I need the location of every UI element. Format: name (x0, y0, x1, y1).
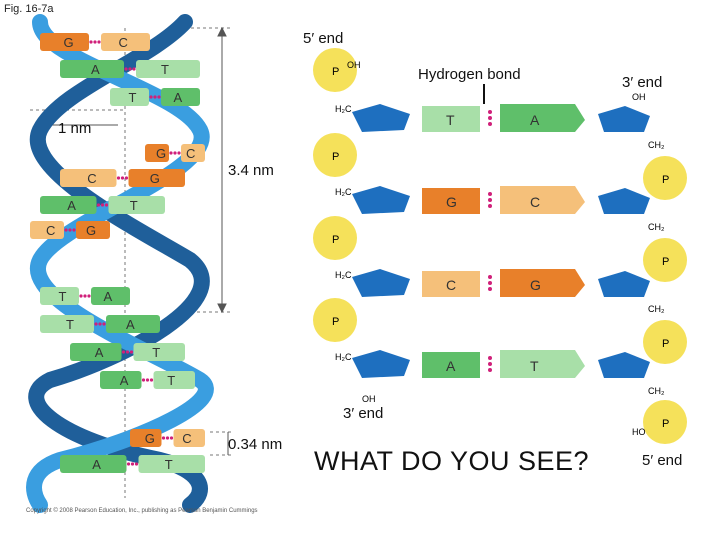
helix-base-letter: T (152, 345, 160, 360)
ladder-base-letter: T (446, 112, 455, 128)
helix-base-letter: A (91, 62, 100, 77)
helix-base-letter: A (120, 373, 129, 388)
oh-label: OH (632, 92, 646, 102)
helix-base-letter: A (126, 317, 135, 332)
figure-label: Fig. 16-7a (4, 3, 54, 15)
helix-base-letter: T (130, 198, 138, 213)
h2c-label: H₂C (335, 270, 352, 280)
svg-text:P: P (332, 234, 339, 246)
helix-base-letter: A (174, 90, 183, 105)
helix-base-letter: C (182, 431, 191, 446)
ladder-base-letter: C (446, 277, 456, 293)
svg-text:P: P (332, 316, 339, 328)
five-prime-end-bottom: 5′ end (642, 452, 683, 469)
ch2-label: CH₂ (648, 140, 665, 150)
helix-base-letter: C (87, 171, 96, 186)
phosphate-oh: OH (347, 60, 361, 70)
helix-base-letter: G (145, 431, 155, 446)
ladder-base-letter: A (530, 112, 540, 128)
phosphate-group: P (643, 320, 687, 364)
helix-base-letter: C (46, 223, 55, 238)
phosphate-p: P (332, 66, 339, 78)
ch2-label: CH₂ (648, 304, 665, 314)
h2c-label: H₂C (335, 352, 352, 362)
helix-base-letter: T (129, 90, 137, 105)
helix-base-letter: A (95, 345, 104, 360)
dimension-arrows (40, 26, 229, 455)
hydrogen-bond-label: Hydrogen bond (418, 66, 521, 83)
five-prime-end-top: 5′ end (303, 30, 344, 47)
helix-base-letter: A (67, 198, 76, 213)
phosphate-group: P (313, 216, 357, 260)
helix-base-letter: C (186, 146, 195, 161)
phosphate-group: P OH (313, 48, 361, 92)
helix-base-letter: G (86, 223, 96, 238)
ladder-base-letter: T (530, 358, 539, 374)
helix-base-letter: A (92, 457, 101, 472)
three-four-nm-label: 3.4 nm (228, 162, 274, 179)
svg-text:P: P (662, 256, 669, 268)
phosphate-group: P HO (632, 400, 687, 444)
helix-base-letter: T (59, 289, 67, 304)
svg-text:P: P (662, 174, 669, 186)
ch2-label: CH₂ (648, 386, 665, 396)
h2c-label: H₂C (335, 104, 352, 114)
svg-text:P: P (662, 418, 669, 430)
ch2-label: CH₂ (648, 222, 665, 232)
ladder-base-letter: C (530, 194, 540, 210)
helix-base-letter: C (119, 35, 128, 50)
helix-base-letter: G (150, 171, 160, 186)
right-backbone: OH P P P P HO CH₂ CH₂ CH₂ CH₂ (632, 92, 687, 444)
helix-base-letter: G (64, 35, 74, 50)
question-heading: WHAT DO YOU SEE? (314, 446, 590, 476)
helix-base-letter: T (165, 457, 173, 472)
copyright-notice: Copyright © 2008 Pearson Education, Inc.… (26, 508, 258, 514)
phosphate-group: P (313, 298, 357, 342)
one-nm-label: 1 nm (58, 120, 92, 137)
phosphate-group: P (313, 133, 357, 177)
helix-base-letter: G (156, 146, 166, 161)
ladder-base-letter: G (446, 194, 457, 210)
three-prime-end-right: 3′ end (622, 74, 663, 91)
h2c-label: H₂C (335, 187, 352, 197)
svg-text:P: P (332, 151, 339, 163)
phosphate-group: P (643, 238, 687, 282)
ladder-base-letter: A (446, 358, 456, 374)
ladder-base-letter: G (530, 277, 541, 293)
oh-label: OH (362, 394, 376, 404)
phosphate-group: P (643, 156, 687, 200)
helix-base-letter: T (167, 373, 175, 388)
helix-base-letter: A (104, 289, 113, 304)
left-backbone: P OH P P P H₂C H₂C H₂C H₂C OH (313, 48, 376, 404)
zero-three-four-nm-label: 0.34 nm (228, 436, 283, 453)
three-prime-end-bottom: 3′ end (343, 405, 384, 422)
ho-label: HO (632, 427, 646, 437)
helix-base-letter: T (66, 317, 74, 332)
helix-base-letter: T (161, 62, 169, 77)
svg-text:P: P (662, 338, 669, 350)
